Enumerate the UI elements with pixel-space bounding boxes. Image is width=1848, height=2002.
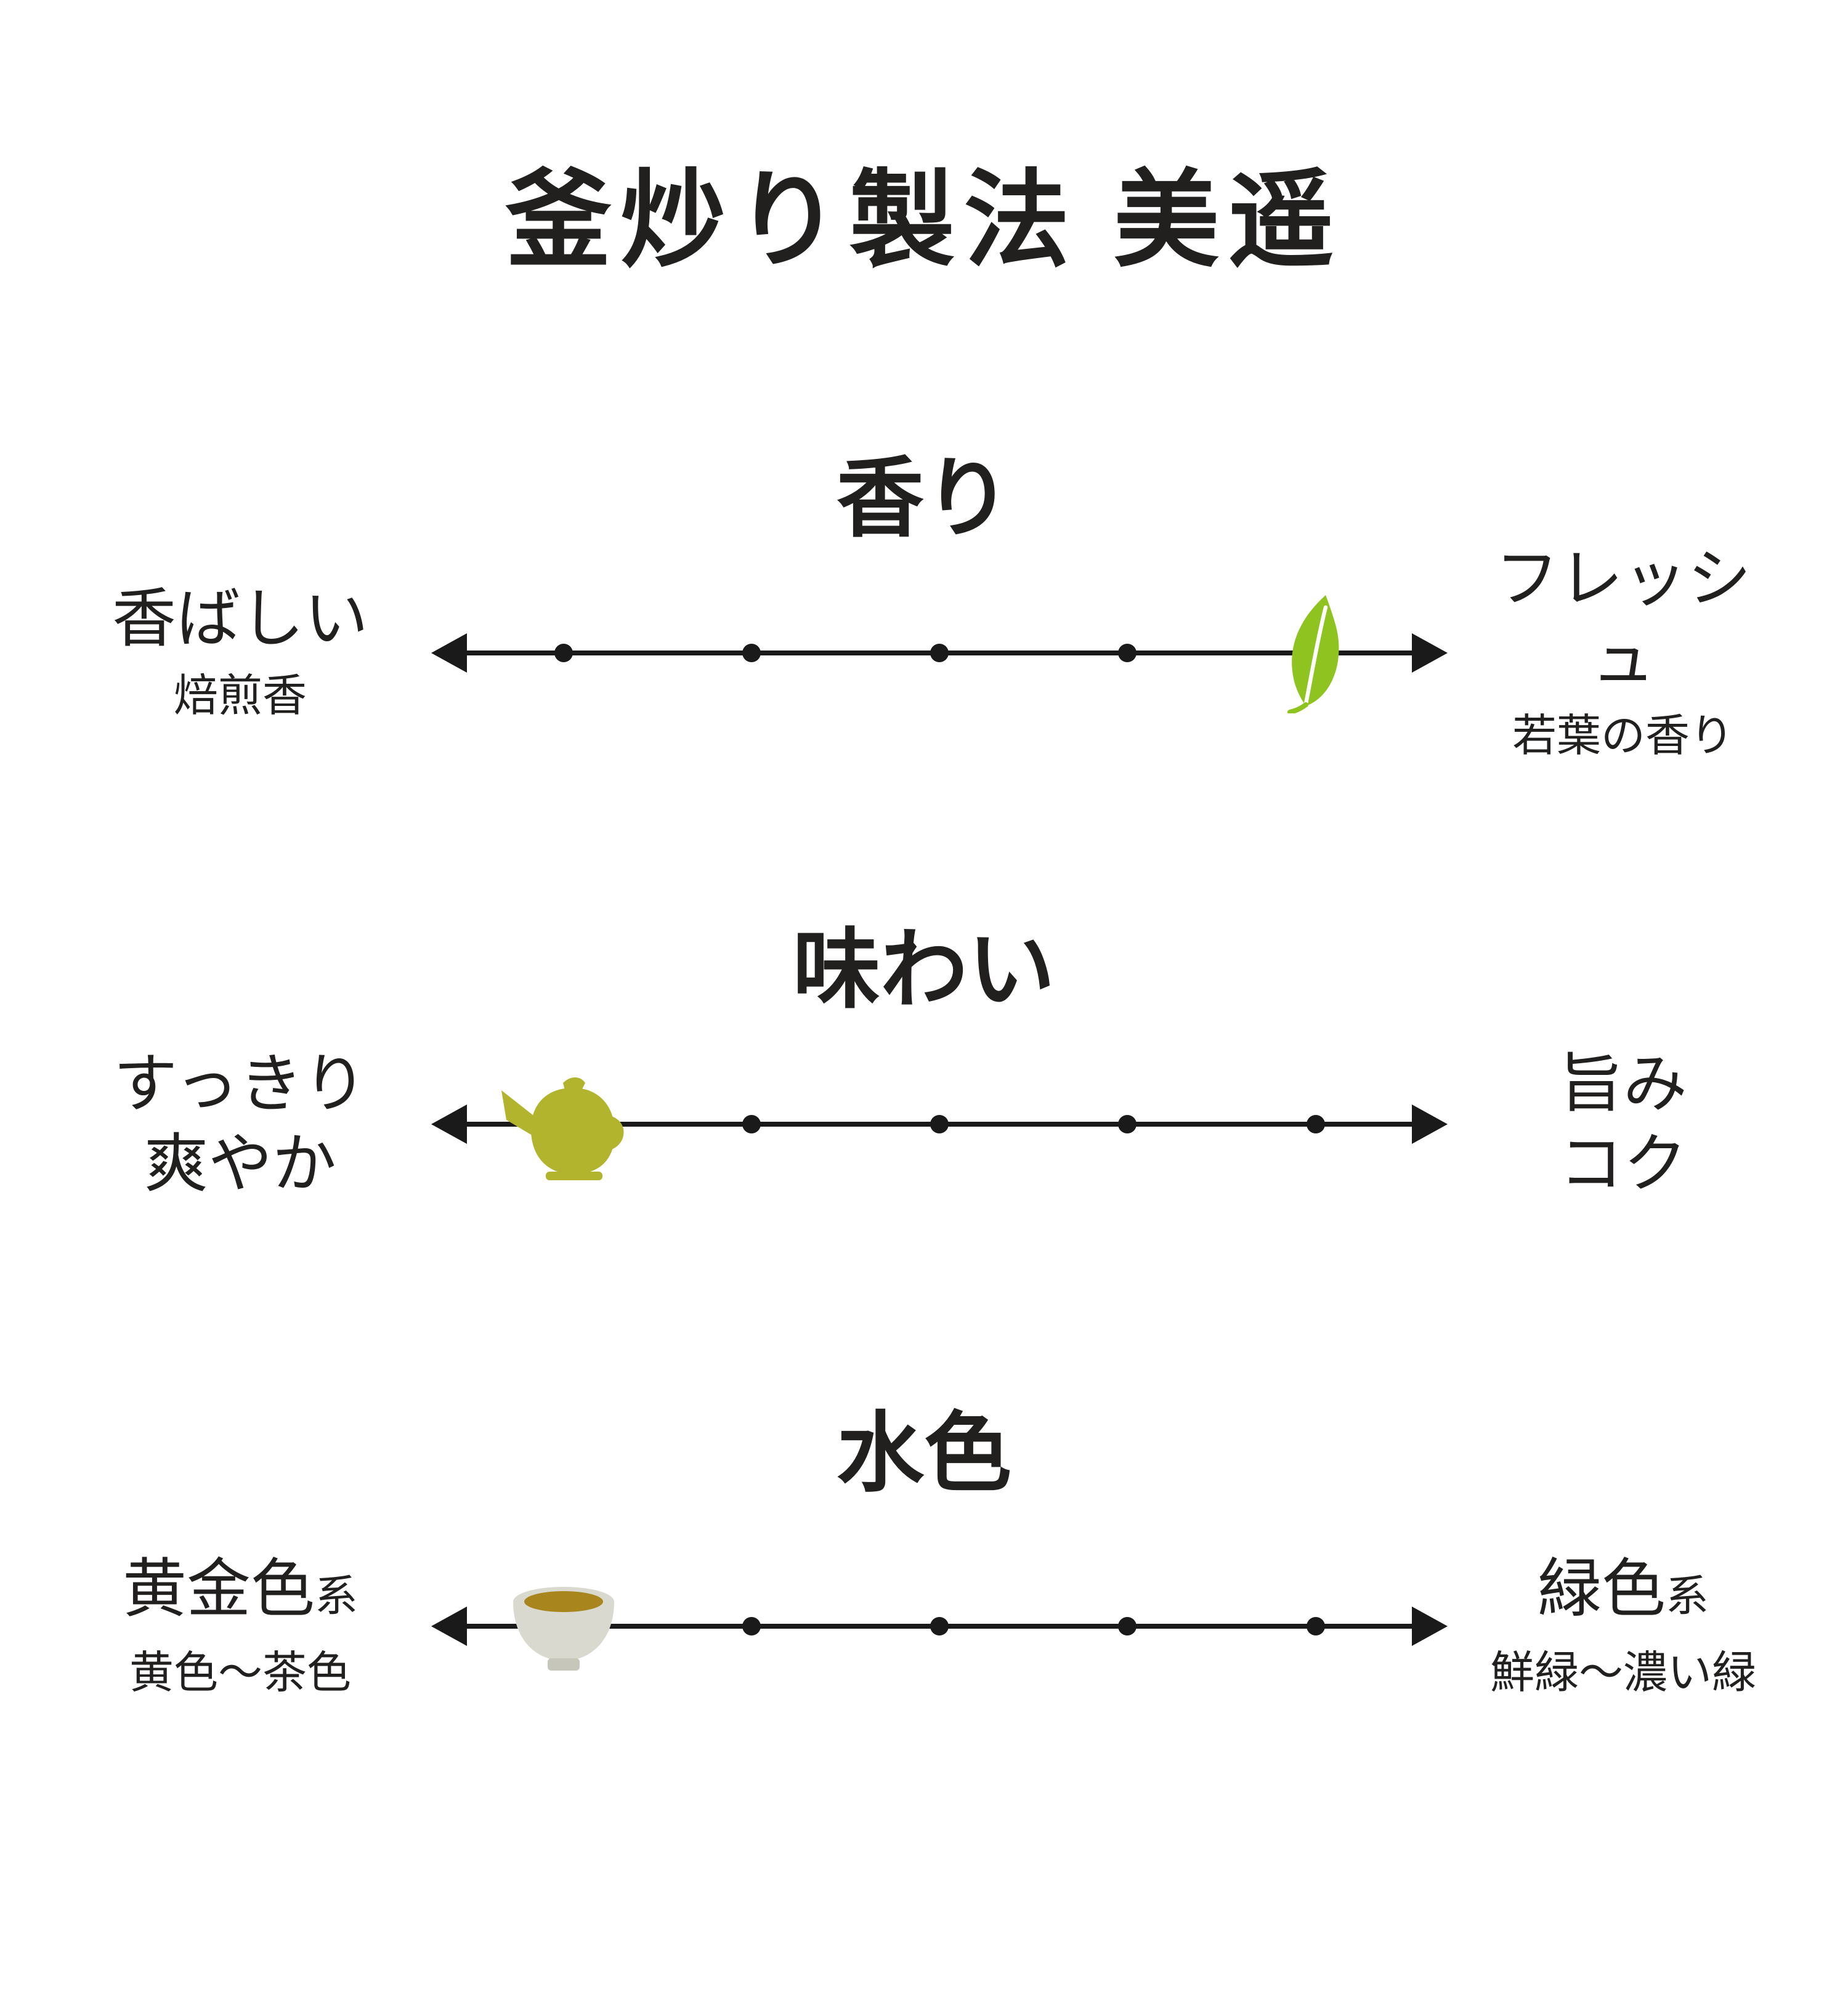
- section-heading-aroma: 香り: [837, 450, 1011, 548]
- right-label-line2: コク: [1558, 1129, 1687, 1200]
- teacup-icon: [503, 1574, 624, 1678]
- arrow-right-icon: [1412, 1104, 1448, 1144]
- left-label-main: 香ばしい: [111, 583, 368, 655]
- left-label-line2: 爽やか: [144, 1129, 336, 1200]
- scale-dot: [1306, 1115, 1325, 1133]
- scale-dot: [742, 1115, 761, 1133]
- section-taste: 味わい すっきり 爽やか 旨み コク: [0, 909, 1848, 1217]
- scale-dot: [742, 1617, 761, 1635]
- scale-dot: [1118, 644, 1137, 662]
- right-label-sub: 鮮緑〜濃い緑: [1489, 1648, 1756, 1698]
- scale-track-taste: [431, 1032, 1448, 1217]
- scale-track-aroma: [431, 561, 1448, 745]
- scale-dot: [554, 644, 573, 662]
- left-label-sub: 焙煎香: [173, 671, 307, 721]
- scale-left-label-liquor: 黄金色系 黄色〜茶色: [80, 1549, 400, 1704]
- teapot-icon: [494, 1066, 633, 1183]
- left-label-main: 黄金色系: [122, 1553, 358, 1625]
- right-label-sub: 若葉の香り: [1512, 711, 1734, 761]
- scale-row-aroma: 香ばしい 焙煎香 フレッシュ 若葉の香り: [0, 543, 1848, 761]
- scale-left-label-taste: すっきり 爽やか: [80, 1044, 400, 1204]
- tea-profile-infographic: { "title": "釜炒り製法 美遥", "colors": { "line…: [0, 154, 1848, 2002]
- scale-right-label-taste: 旨み コク: [1478, 1044, 1768, 1204]
- scale-dot: [1118, 1617, 1137, 1635]
- scale-row-taste: すっきり 爽やか 旨み コク: [0, 1032, 1848, 1217]
- scale-dot: [930, 1115, 949, 1133]
- section-liquor-color: 水色 黄金色系 黄色〜茶色 緑色系 鮮緑〜濃い緑: [0, 1392, 1848, 1719]
- page-title: 釜炒り製法 美遥: [505, 163, 1343, 280]
- left-label-suffix: 系: [315, 1571, 358, 1620]
- scale-dot: [1306, 1617, 1325, 1635]
- tea-leaf-icon: [1279, 593, 1353, 713]
- arrow-right-icon: [1412, 633, 1448, 673]
- arrow-left-icon: [431, 1607, 467, 1646]
- right-label-main: フレッシュ: [1494, 543, 1751, 695]
- scale-track-liquor-color: [431, 1534, 1448, 1719]
- arrow-left-icon: [431, 1104, 467, 1144]
- left-label-sub: 黄色〜茶色: [129, 1648, 351, 1698]
- scale-dot: [1118, 1115, 1137, 1133]
- right-label-suffix: 系: [1666, 1571, 1709, 1620]
- right-label-line1: 旨み: [1558, 1048, 1687, 1120]
- right-label-main: 緑色系: [1537, 1553, 1709, 1625]
- scale-dot: [930, 644, 949, 662]
- scale-right-label-aroma: フレッシュ 若葉の香り: [1478, 539, 1768, 767]
- left-label-line1: すっきり: [113, 1048, 367, 1120]
- scale-dot: [930, 1617, 949, 1635]
- arrow-right-icon: [1412, 1607, 1448, 1646]
- section-heading-liquor-color: 水色: [837, 1405, 1011, 1502]
- arrow-left-icon: [431, 633, 467, 673]
- section-heading-taste: 味わい: [793, 922, 1055, 1019]
- scale-right-label-liquor: 緑色系 鮮緑〜濃い緑: [1478, 1549, 1768, 1704]
- scale-row-liquor-color: 黄金色系 黄色〜茶色 緑色系 鮮緑〜濃い緑: [0, 1534, 1848, 1719]
- scale-left-label-aroma: 香ばしい 焙煎香: [80, 579, 400, 727]
- section-aroma: 香り 香ばしい 焙煎香 フレッシュ 若葉の香り: [0, 437, 1848, 761]
- scale-dot: [742, 644, 761, 662]
